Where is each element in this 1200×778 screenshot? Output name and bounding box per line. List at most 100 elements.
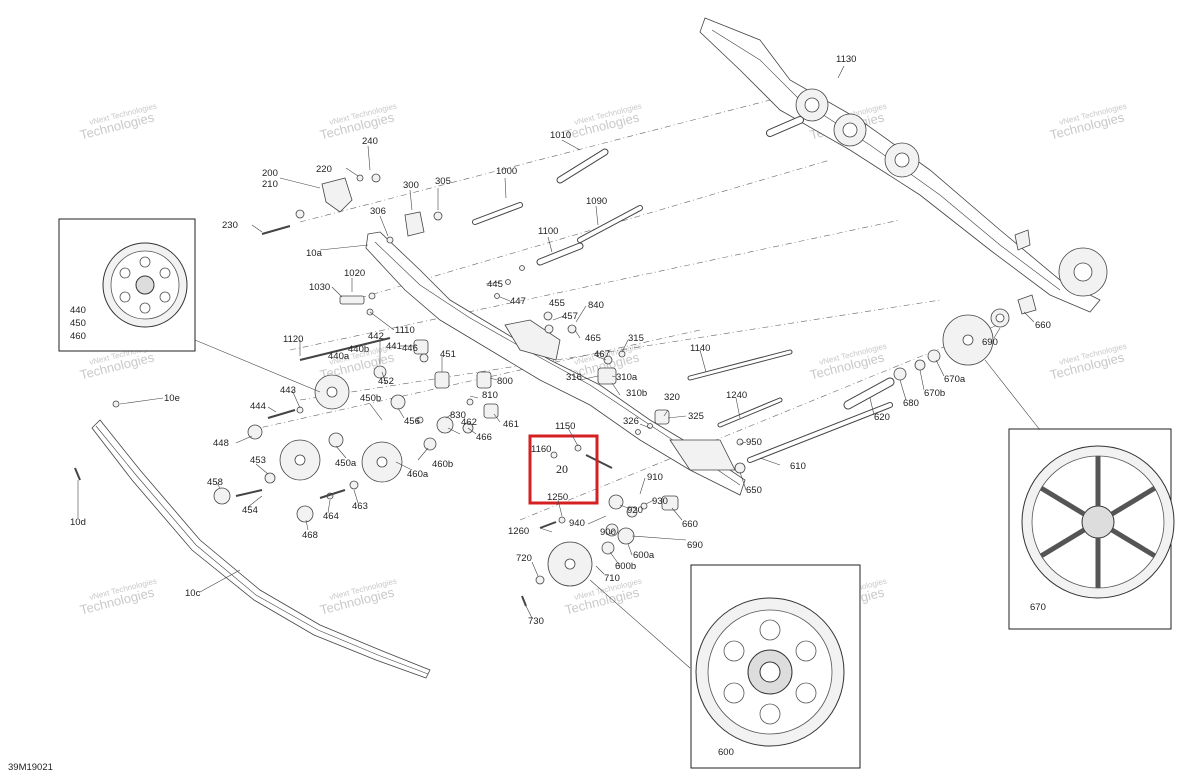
part-labels: 1130 1010 240 220 200 210 1000 300 305 2… bbox=[70, 54, 1051, 627]
label-468: 468 bbox=[302, 530, 318, 541]
label-326: 326 bbox=[623, 416, 639, 427]
label-930: 930 bbox=[652, 496, 668, 507]
label-690-upper: 690 bbox=[982, 337, 998, 348]
label-230: 230 bbox=[222, 220, 238, 231]
label-455: 455 bbox=[549, 298, 565, 309]
label-940: 940 bbox=[569, 518, 585, 529]
watermark: vNext Technologies Technologies bbox=[78, 101, 157, 142]
label-310a: 310a bbox=[616, 372, 638, 383]
label-451: 451 bbox=[440, 349, 456, 360]
watermark: vNext Technologies Technologies bbox=[1048, 101, 1127, 142]
label-445: 445 bbox=[487, 279, 503, 290]
label-1120: 1120 bbox=[283, 334, 303, 345]
label-10a: 10a bbox=[306, 248, 323, 259]
label-462: 462 bbox=[461, 417, 477, 428]
right-rail bbox=[699, 17, 1108, 313]
label-450b: 450b bbox=[360, 393, 381, 404]
highlight-box: 20 bbox=[528, 434, 599, 505]
detail-box-670: 670 bbox=[984, 359, 1175, 630]
label-466: 466 bbox=[476, 432, 492, 443]
label-1150: 1150 bbox=[555, 421, 575, 432]
wheels bbox=[279, 314, 994, 587]
label-680: 680 bbox=[903, 398, 919, 409]
label-325: 325 bbox=[688, 411, 704, 422]
label-450: 450 bbox=[70, 318, 86, 329]
detail-box-600: 600 bbox=[589, 564, 861, 769]
label-1160: 1160 bbox=[531, 444, 551, 455]
watermark: vNext Technologies Technologies bbox=[1048, 341, 1127, 382]
label-220: 220 bbox=[316, 164, 332, 175]
label-460b: 460b bbox=[432, 459, 453, 470]
label-920: 920 bbox=[627, 505, 643, 516]
label-306: 306 bbox=[370, 206, 386, 217]
label-670b: 670b bbox=[924, 388, 945, 399]
label-461: 461 bbox=[503, 419, 519, 430]
label-900: 900 bbox=[600, 527, 616, 538]
label-305: 305 bbox=[435, 176, 451, 187]
label-315: 315 bbox=[628, 333, 644, 344]
label-440b: 440b bbox=[348, 344, 369, 355]
leader-lines bbox=[77, 65, 1035, 619]
label-660-lower: 660 bbox=[682, 519, 698, 530]
label-1100: 1100 bbox=[538, 226, 558, 237]
label-1090: 1090 bbox=[586, 196, 607, 207]
label-600a: 600a bbox=[633, 550, 655, 561]
detail-box-440: 440 450 460 bbox=[58, 218, 321, 393]
highlight-label: 20 bbox=[556, 462, 568, 476]
label-1240: 1240 bbox=[726, 390, 747, 401]
watermark: vNext Technologies Technologies bbox=[318, 101, 397, 142]
label-600: 600 bbox=[718, 747, 734, 758]
label-830: 830 bbox=[450, 410, 466, 421]
left-rail bbox=[365, 231, 746, 496]
label-210: 210 bbox=[262, 179, 278, 190]
label-467: 467 bbox=[594, 349, 610, 360]
centerlines bbox=[249, 99, 1011, 521]
shafts bbox=[299, 116, 895, 463]
label-620: 620 bbox=[874, 412, 890, 423]
label-910: 910 bbox=[647, 472, 663, 483]
slide-rail bbox=[91, 419, 431, 679]
label-1000: 1000 bbox=[496, 166, 517, 177]
label-650: 650 bbox=[746, 485, 762, 496]
hardware bbox=[74, 173, 1037, 607]
watermark: vNext Technologies Technologies bbox=[78, 576, 157, 617]
label-300: 300 bbox=[403, 180, 419, 191]
label-200: 200 bbox=[262, 168, 278, 179]
label-453: 453 bbox=[250, 455, 266, 466]
drawing-code: 39M19021 bbox=[8, 762, 53, 773]
label-1250: 1250 bbox=[547, 492, 568, 503]
label-443: 443 bbox=[280, 385, 296, 396]
label-720: 720 bbox=[516, 553, 532, 564]
label-1140: 1140 bbox=[690, 343, 710, 354]
label-310b: 310b bbox=[626, 388, 647, 399]
label-454: 454 bbox=[242, 505, 258, 516]
label-670a: 670a bbox=[944, 374, 966, 385]
label-660-upper: 660 bbox=[1035, 320, 1051, 331]
label-730: 730 bbox=[528, 616, 544, 627]
label-446: 446 bbox=[402, 343, 418, 354]
label-240: 240 bbox=[362, 136, 378, 147]
label-800: 800 bbox=[497, 376, 513, 387]
label-465: 465 bbox=[585, 333, 601, 344]
label-670: 670 bbox=[1030, 602, 1046, 613]
label-440: 440 bbox=[70, 305, 86, 316]
label-316: 316 bbox=[566, 372, 582, 383]
label-440a: 440a bbox=[328, 351, 350, 362]
label-610: 610 bbox=[790, 461, 806, 472]
label-1110: 1110 bbox=[395, 325, 415, 336]
label-1010: 1010 bbox=[550, 130, 571, 141]
label-450a: 450a bbox=[335, 458, 357, 469]
watermark: vNext Technologies Technologies bbox=[318, 576, 397, 617]
label-464: 464 bbox=[323, 511, 339, 522]
label-1130: 1130 bbox=[836, 54, 856, 65]
watermark: vNext Technologies Technologies bbox=[563, 101, 642, 142]
label-444: 444 bbox=[250, 401, 266, 412]
label-447: 447 bbox=[510, 296, 526, 307]
label-460: 460 bbox=[70, 331, 86, 342]
label-441: 441 bbox=[386, 341, 402, 352]
label-457: 457 bbox=[562, 311, 578, 322]
watermark: vNext Technologies Technologies bbox=[808, 341, 887, 382]
label-840: 840 bbox=[588, 300, 604, 311]
